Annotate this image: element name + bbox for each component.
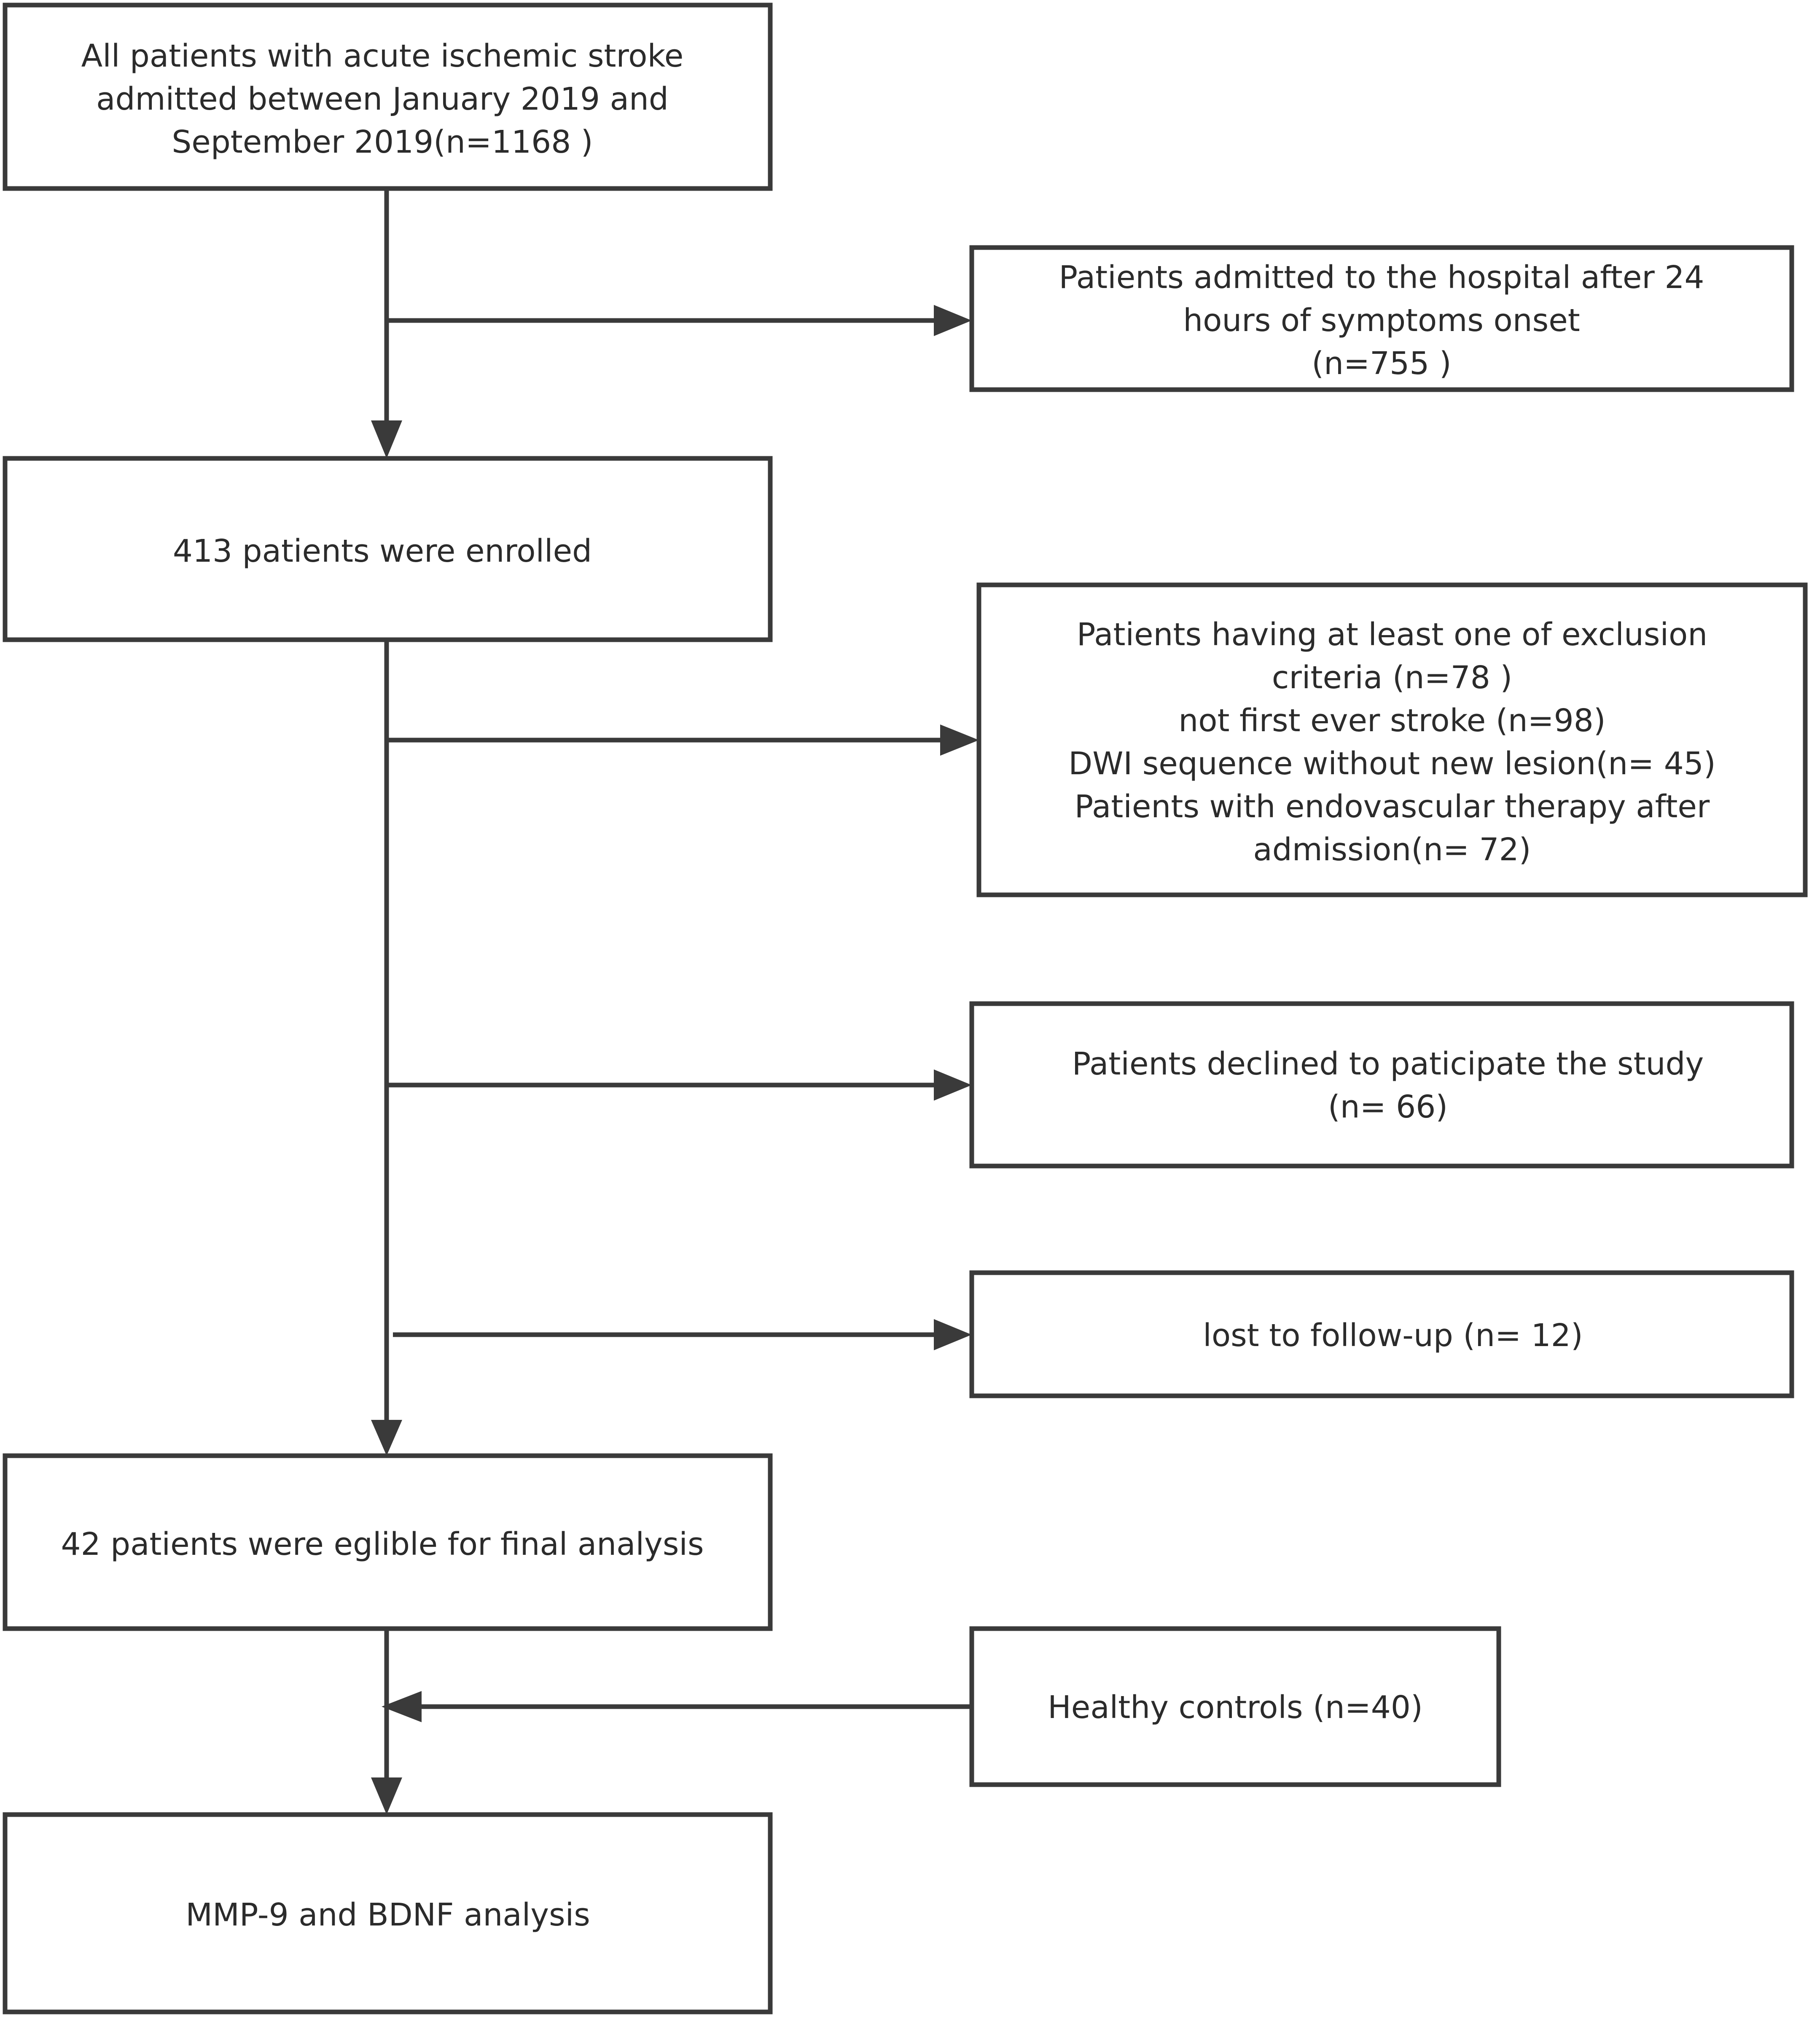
- box-declined-line-1: Patients declined to paticipate the stud…: [1072, 1046, 1704, 1082]
- box-exclusion-line-4: DWI sequence without new lesion(n= 45): [1068, 746, 1716, 782]
- box-declined-line-2: (n= 66): [1328, 1089, 1448, 1125]
- arrow-down-to-eligible: [371, 1420, 402, 1456]
- box-enrolled: 413 patients were enrolled: [3, 456, 773, 642]
- box-late-admission: Patients admitted to the hospital after …: [969, 245, 1794, 392]
- box-lost-to-follow-up: lost to follow-up (n= 12): [969, 1270, 1794, 1398]
- box-healthy-controls: Healthy controls (n=40): [969, 1626, 1501, 1787]
- box-analysis: MMP-9 and BDNF analysis: [3, 1812, 773, 2014]
- arrow-right-to-declined: [934, 1069, 972, 1101]
- arrow-right-to-exclusion: [940, 724, 979, 756]
- box-eligible: 42 patients were eglible for final analy…: [3, 1453, 773, 1631]
- box-declined: Patients declined to paticipate the stud…: [969, 1001, 1794, 1169]
- box-exclusion-line-6: admission(n= 72): [1253, 832, 1531, 868]
- box-exclusion-line-1: Patients having at least one of exclusio…: [1077, 617, 1707, 653]
- box-all-patients-line-2: admitted between January 2019 and: [96, 81, 669, 117]
- arrow-right-to-lost: [934, 1319, 972, 1350]
- box-controls-line-1: Healthy controls (n=40): [1048, 1689, 1423, 1726]
- arrow-left-from-controls: [382, 1691, 422, 1722]
- box-late-admission-line-2: hours of symptoms onset: [1183, 302, 1580, 339]
- box-exclusion-line-3: not first ever stroke (n=98): [1178, 703, 1605, 739]
- box-all-patients: All patients with acute ischemic stroke …: [3, 3, 773, 191]
- arrow-right-to-late-admission: [934, 305, 972, 336]
- box-enrolled-line-1: 413 patients were enrolled: [173, 533, 592, 569]
- box-late-admission-line-1: Patients admitted to the hospital after …: [1059, 259, 1704, 296]
- box-exclusion-line-5: Patients with endovascular therapy after: [1075, 789, 1710, 825]
- box-exclusion-line-2: criteria (n=78 ): [1272, 660, 1512, 696]
- box-all-patients-line-3: September 2019(n=1168 ): [172, 124, 593, 160]
- box-analysis-line-1: MMP-9 and BDNF analysis: [185, 1897, 590, 1933]
- box-eligible-line-1: 42 patients were eglible for final analy…: [61, 1526, 704, 1562]
- arrow-down-to-analysis: [371, 1777, 402, 1815]
- box-late-admission-line-3: (n=755 ): [1312, 345, 1451, 382]
- arrow-down-to-enrolled: [371, 420, 402, 458]
- box-all-patients-line-1: All patients with acute ischemic stroke: [81, 38, 684, 74]
- box-lost-line-1: lost to follow-up (n= 12): [1203, 1317, 1583, 1354]
- box-exclusion-criteria: Patients having at least one of exclusio…: [976, 582, 1808, 897]
